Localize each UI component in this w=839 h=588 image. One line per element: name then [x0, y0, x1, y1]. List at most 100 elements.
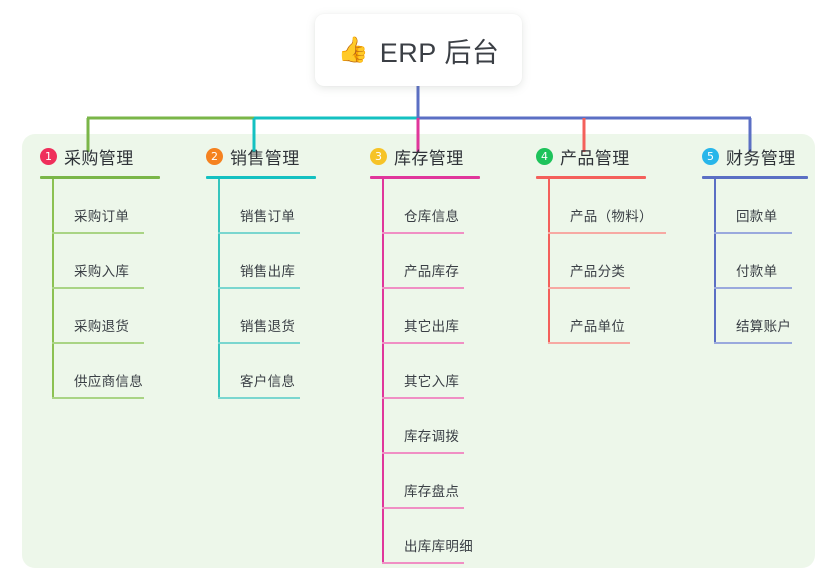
branch-header-underline — [536, 176, 646, 179]
branch-item[interactable]: 库存盘点 — [382, 454, 480, 509]
branch-item[interactable]: 产品库存 — [382, 234, 480, 289]
branch-item-underline — [382, 342, 464, 344]
thumbs-up-icon: 👍 — [337, 35, 369, 64]
branch-item-label: 客户信息 — [240, 374, 296, 389]
branch-spine — [382, 179, 384, 564]
branch-item-list: 销售订单销售出库销售退货客户信息 — [206, 179, 316, 399]
branch-item[interactable]: 供应商信息 — [52, 344, 160, 399]
branch-item[interactable]: 产品分类 — [548, 234, 646, 289]
branch-item-label: 其它入库 — [404, 374, 460, 389]
branch-item-label: 仓库信息 — [404, 209, 460, 224]
root-title: ERP 后台 — [379, 37, 500, 68]
branch-item-underline — [218, 342, 300, 344]
branch-item-underline — [218, 287, 300, 289]
branch-title: 采购管理 — [64, 148, 134, 168]
branch-item-list: 采购订单采购入库采购退货供应商信息 — [40, 179, 160, 399]
branch-spine — [218, 179, 220, 399]
branch-column-4: 4 产品管理产品（物料） 产品分类产品单位 — [536, 144, 666, 344]
branch-item-list: 回款单付款单结算账户 — [702, 179, 808, 344]
branch-item[interactable]: 出库库明细 — [382, 509, 480, 564]
branch-item[interactable]: 付款单 — [714, 234, 808, 289]
branch-item[interactable]: 产品（物料） — [548, 179, 666, 234]
branch-item[interactable]: 销售订单 — [218, 179, 316, 234]
branch-item[interactable]: 其它出库 — [382, 289, 480, 344]
branch-title: 销售管理 — [230, 148, 300, 168]
branch-header-4[interactable]: 4 产品管理 — [536, 144, 646, 168]
branch-item[interactable]: 结算账户 — [714, 289, 808, 344]
branch-item-underline — [382, 507, 464, 509]
branch-item-label: 采购订单 — [74, 209, 130, 224]
branch-item-underline — [218, 232, 300, 234]
branch-item-underline — [714, 342, 792, 344]
branch-item[interactable]: 采购订单 — [52, 179, 160, 234]
branch-item[interactable]: 销售出库 — [218, 234, 316, 289]
branch-item-underline — [382, 287, 464, 289]
branch-item-label: 采购退货 — [74, 319, 130, 334]
branch-item-underline — [548, 287, 630, 289]
branches-panel — [22, 134, 815, 568]
root-node[interactable]: 👍 ERP 后台 — [315, 14, 522, 86]
branch-item-list: 产品（物料） 产品分类产品单位 — [536, 179, 666, 344]
branch-header-underline — [206, 176, 316, 179]
branch-item-label: 销售退货 — [240, 319, 296, 334]
branch-item[interactable]: 客户信息 — [218, 344, 316, 399]
branch-number-badge: 3 — [370, 147, 387, 165]
branch-item-underline — [52, 287, 144, 289]
branch-header-underline — [702, 176, 808, 179]
branch-item-underline — [52, 232, 144, 234]
branch-item-underline — [382, 452, 464, 454]
branch-item-underline — [382, 232, 464, 234]
branch-item-label: 产品分类 — [570, 264, 626, 279]
branch-item-label: 结算账户 — [736, 319, 792, 334]
branch-header-5[interactable]: 5 财务管理 — [702, 144, 808, 168]
branch-item-underline — [382, 562, 464, 564]
branch-item-label: 付款单 — [736, 264, 778, 279]
branch-item-label: 库存调拨 — [404, 429, 460, 444]
branch-number-badge: 1 — [40, 147, 57, 165]
branch-item[interactable]: 采购退货 — [52, 289, 160, 344]
branch-item-label: 产品库存 — [404, 264, 460, 279]
branch-item-underline — [548, 342, 630, 344]
branch-item-underline — [218, 397, 300, 399]
branch-item-label: 供应商信息 — [74, 374, 143, 389]
branch-item-label: 产品单位 — [570, 319, 626, 334]
branch-item-list: 仓库信息产品库存其它出库其它入库库存调拨库存盘点出库库明细 — [370, 179, 480, 564]
branch-item[interactable]: 销售退货 — [218, 289, 316, 344]
branch-item-label: 销售出库 — [240, 264, 296, 279]
branch-title: 库存管理 — [394, 148, 464, 168]
branch-title: 产品管理 — [560, 148, 630, 168]
branch-item[interactable]: 其它入库 — [382, 344, 480, 399]
branch-item-underline — [714, 287, 792, 289]
branch-item-label: 其它出库 — [404, 319, 460, 334]
branch-header-underline — [40, 176, 160, 179]
branch-item[interactable]: 产品单位 — [548, 289, 646, 344]
branch-spine — [548, 179, 550, 344]
branch-item-underline — [714, 232, 792, 234]
branch-item-label: 销售订单 — [240, 209, 296, 224]
branch-header-1[interactable]: 1 采购管理 — [40, 144, 160, 168]
branch-item-underline — [52, 342, 144, 344]
branch-item[interactable]: 仓库信息 — [382, 179, 480, 234]
branch-item-label: 回款单 — [736, 209, 778, 224]
branch-item-label: 库存盘点 — [404, 484, 460, 499]
branch-spine — [52, 179, 54, 399]
branch-item[interactable]: 采购入库 — [52, 234, 160, 289]
branch-header-underline — [370, 176, 480, 179]
branch-item-label: 采购入库 — [74, 264, 130, 279]
branch-column-3: 3 库存管理仓库信息产品库存其它出库其它入库库存调拨库存盘点出库库明细 — [370, 144, 480, 564]
branch-item[interactable]: 库存调拨 — [382, 399, 480, 454]
branch-item-label: 出库库明细 — [404, 539, 473, 554]
branch-item-underline — [382, 397, 464, 399]
branch-item-underline — [548, 232, 666, 234]
branch-column-5: 5 财务管理回款单付款单结算账户 — [702, 144, 808, 344]
branch-item-underline — [52, 397, 144, 399]
branch-item[interactable]: 回款单 — [714, 179, 808, 234]
branch-header-3[interactable]: 3 库存管理 — [370, 144, 480, 168]
branch-column-1: 1 采购管理采购订单采购入库采购退货供应商信息 — [40, 144, 160, 399]
branch-number-badge: 4 — [536, 147, 553, 165]
branch-number-badge: 5 — [702, 147, 719, 165]
branch-title: 财务管理 — [726, 148, 796, 168]
